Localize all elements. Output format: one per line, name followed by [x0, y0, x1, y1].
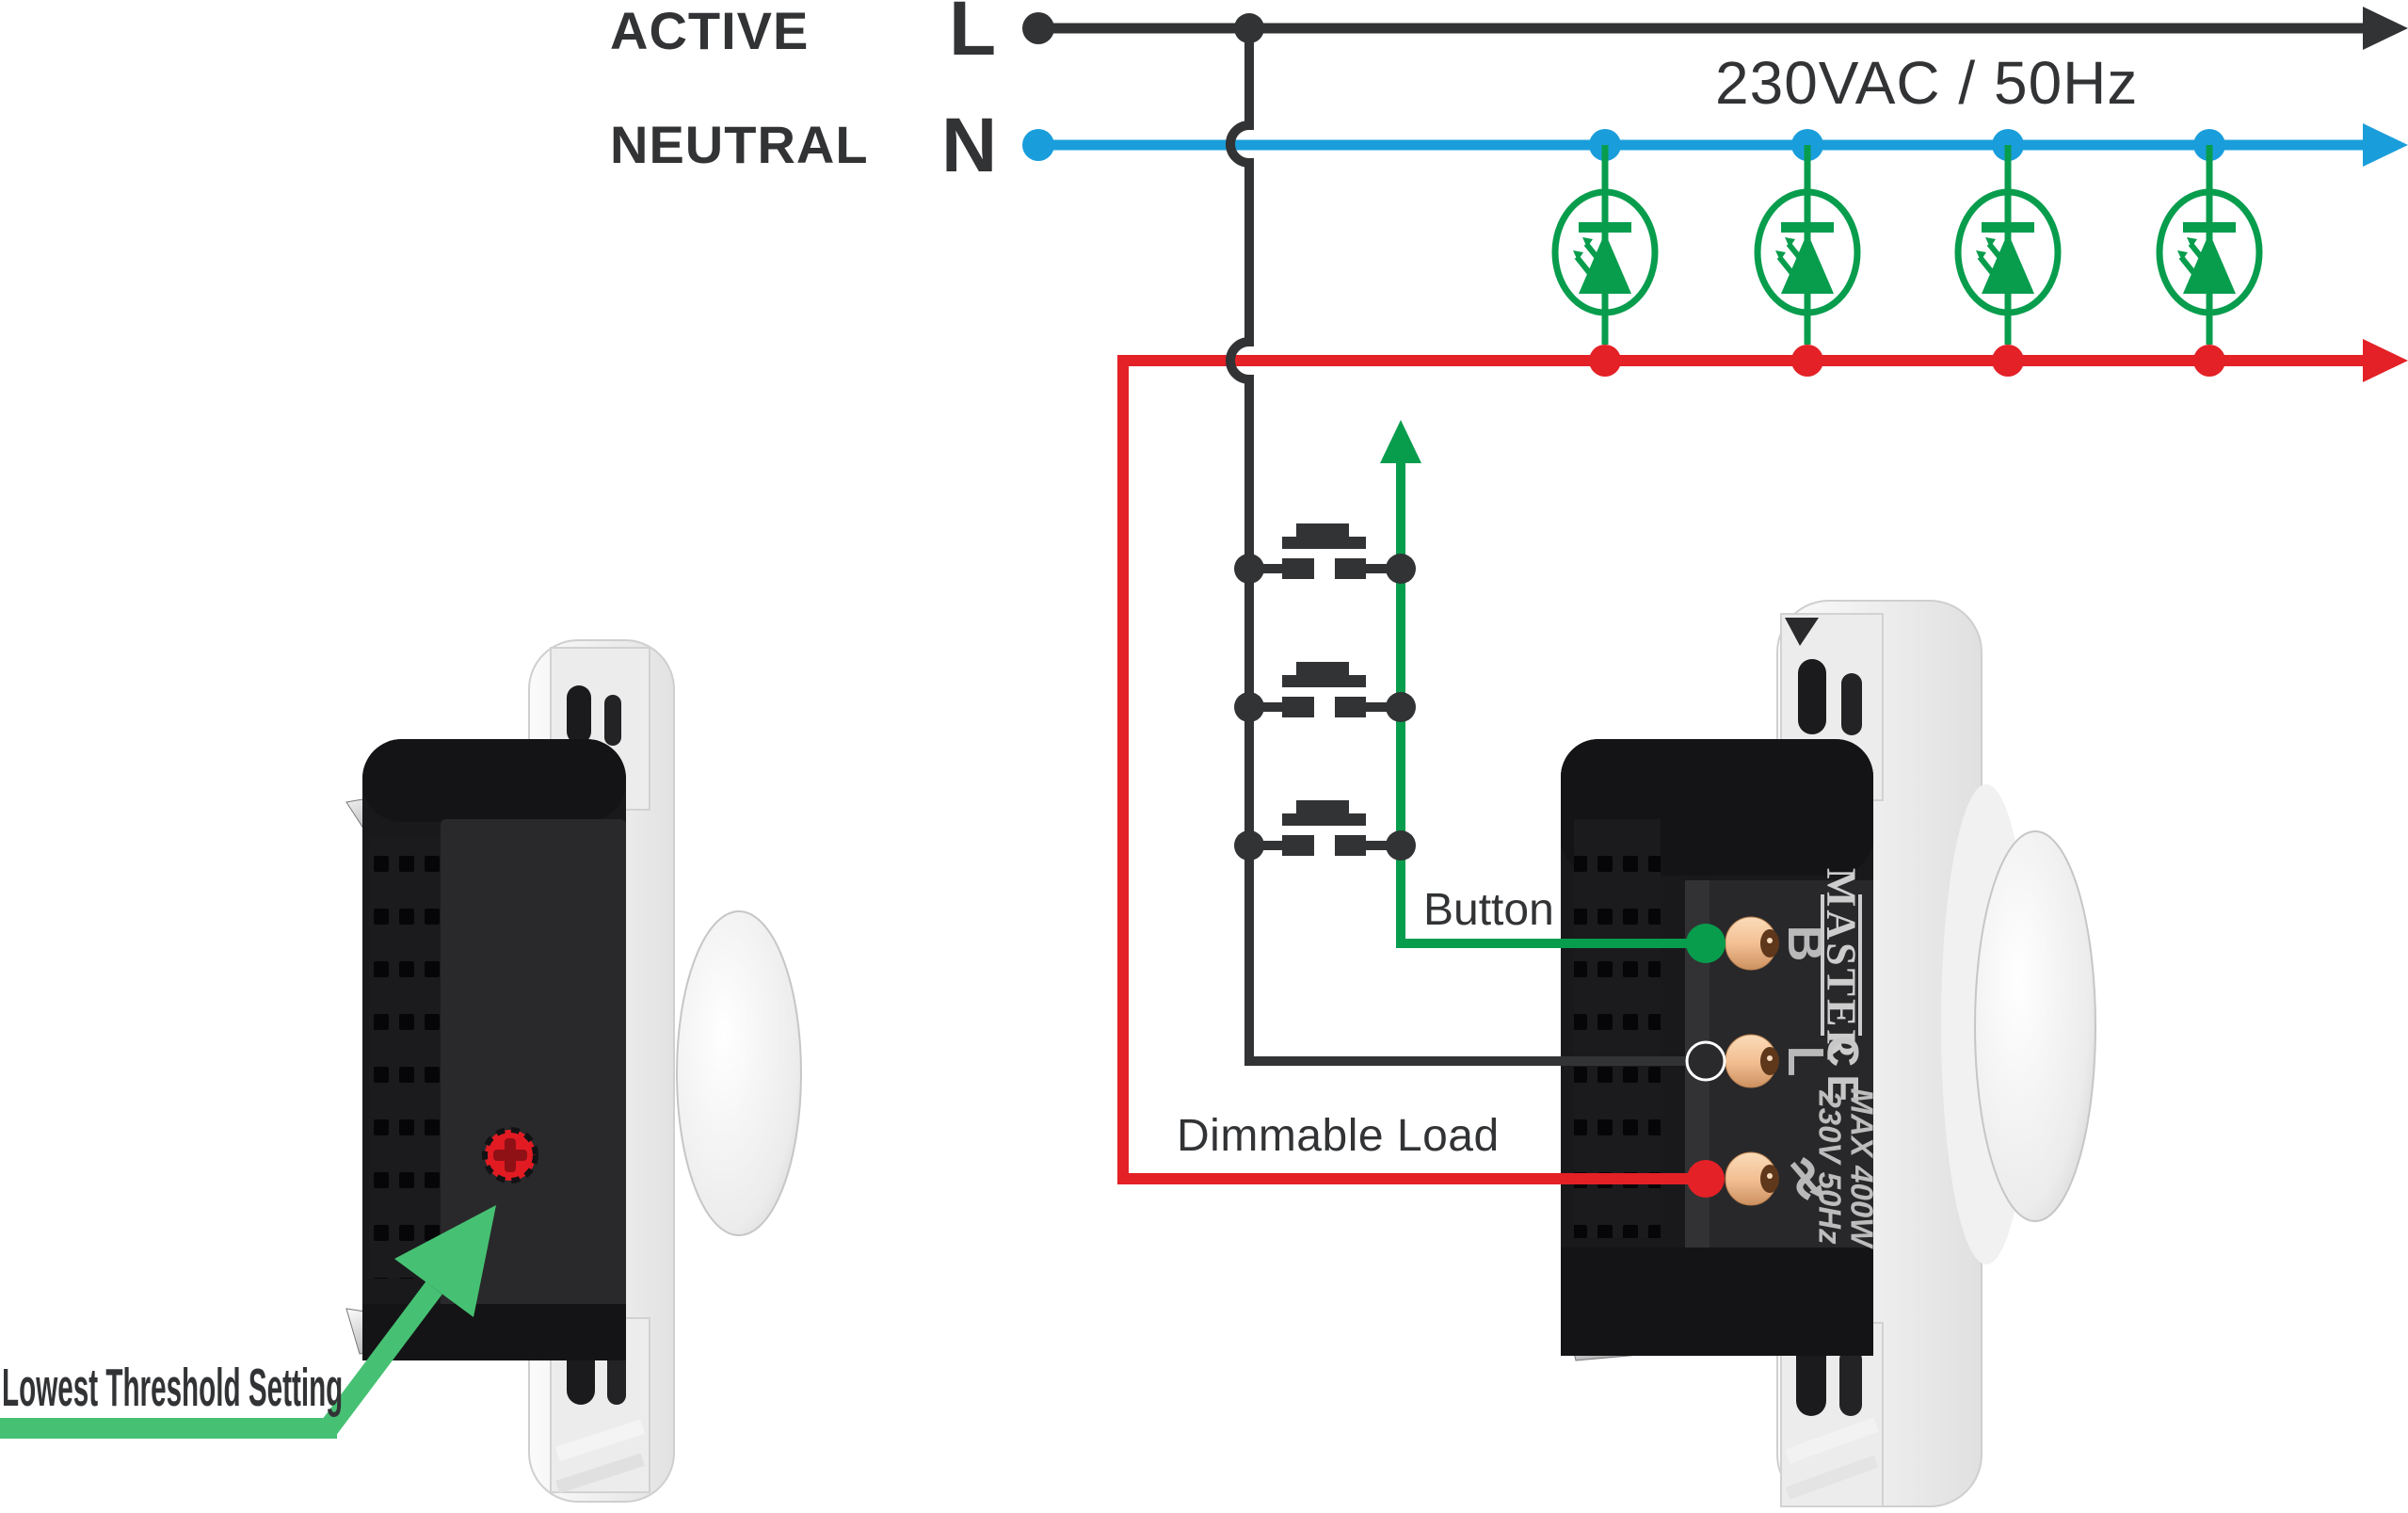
- push-button-symbol: [1234, 523, 1416, 584]
- rating-voltage-label: 230V 50Hz: [1813, 1089, 1848, 1245]
- live-feed-wire: [1226, 28, 1726, 1082]
- threshold-trimmer-icon: [482, 1127, 538, 1183]
- ce-mark: CE: [1819, 1036, 1868, 1111]
- terminal-l-copper: [1725, 1034, 1779, 1088]
- dimmer-left-device: [345, 639, 802, 1503]
- arrow-up-icon: [1380, 420, 1421, 463]
- led-lamp-icon: [1954, 129, 2062, 377]
- l-terminal-dot: [1685, 1040, 1726, 1082]
- dimmable-load-label: Dimmable Load: [1177, 1111, 1500, 1161]
- threshold-annotation-arrow: [0, 1205, 496, 1439]
- terminal-b-copper: [1725, 916, 1779, 971]
- load-terminal-dot: [1687, 1160, 1725, 1198]
- line-terminal-label: L: [949, 0, 997, 72]
- brand-rule: [1821, 894, 1824, 1036]
- button-label: Button: [1423, 885, 1554, 935]
- dimmer-right-device: B L MASTER CE MAX 400W 230V 50Hz: [1561, 600, 2096, 1507]
- neutral-line: [1022, 123, 2408, 167]
- brand-rule: [1858, 894, 1862, 1036]
- b-terminal-dot: [1686, 924, 1726, 963]
- brand-label: MASTER: [1819, 868, 1865, 1062]
- terminal-load-copper: [1725, 1151, 1779, 1206]
- button-wire: [1380, 420, 1726, 963]
- dimmer-module-body: [362, 739, 626, 1360]
- rotary-knob: [676, 910, 802, 1236]
- terminal-l-label: L: [1777, 1046, 1834, 1077]
- led-lamp-icon: [2156, 129, 2263, 377]
- led-lamp-icon: [1754, 129, 1861, 377]
- arrow-right-icon: [2363, 339, 2408, 382]
- line-start-dot: [1022, 129, 1054, 161]
- voltage-label: 230VAC / 50Hz: [1715, 49, 2139, 117]
- arrow-right-icon: [2363, 123, 2408, 167]
- load-line: [1117, 339, 2408, 1198]
- push-button-symbol: [1234, 662, 1416, 722]
- vent-grille: [1574, 819, 1661, 1238]
- active-label: ACTIVE: [610, 1, 810, 60]
- rating-power-label: MAX 400W: [1845, 1088, 1880, 1250]
- led-lamp-icon: [1551, 129, 1659, 377]
- push-button-symbol: [1234, 800, 1416, 861]
- line-start-dot: [1022, 12, 1054, 44]
- rotary-knob: [1974, 830, 2096, 1222]
- wire-with-hops: [1226, 28, 1694, 1066]
- load-wave-icon: [1790, 1156, 1824, 1201]
- neutral-terminal-label: N: [941, 103, 998, 188]
- vent-grille: [369, 836, 441, 1279]
- active-line: [1022, 7, 2408, 50]
- arrow-right-icon: [2363, 7, 2408, 50]
- neutral-label: NEUTRAL: [610, 115, 869, 174]
- lowest-threshold-label: Lowest Threshold Setting: [2, 1358, 344, 1418]
